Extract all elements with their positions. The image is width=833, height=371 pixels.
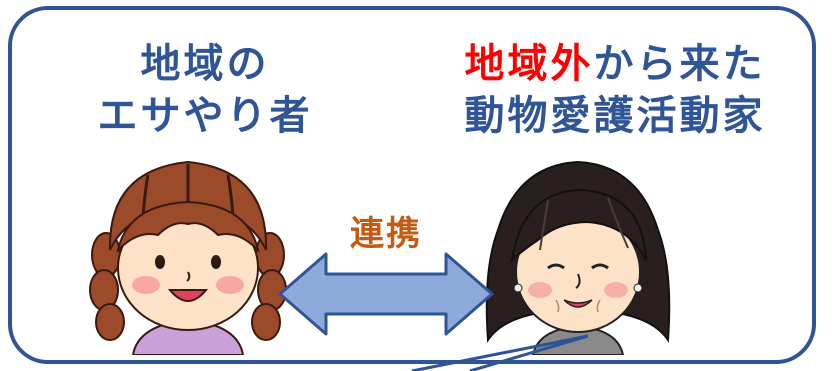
highlight-outside-region: 地域外: [464, 41, 594, 87]
right-label-line1-rest: から来た: [593, 41, 766, 87]
left-label-line2: エサやり者: [97, 93, 313, 139]
older-woman-icon: [485, 160, 671, 355]
connector-label: 連携: [350, 214, 422, 254]
callout-pointer: [411, 334, 589, 371]
right-label-line2: 動物愛護活動家: [464, 93, 766, 139]
woman-apron-icon: [89, 160, 287, 355]
right-person-label: 地域外から来た 動物愛護活動家: [415, 38, 815, 142]
right-label-line1: 地域外から来た: [415, 38, 815, 90]
left-person-label: 地域の エサやり者: [40, 38, 370, 142]
left-label-line1: 地域の: [140, 41, 270, 87]
double-arrow-icon: [278, 252, 494, 336]
